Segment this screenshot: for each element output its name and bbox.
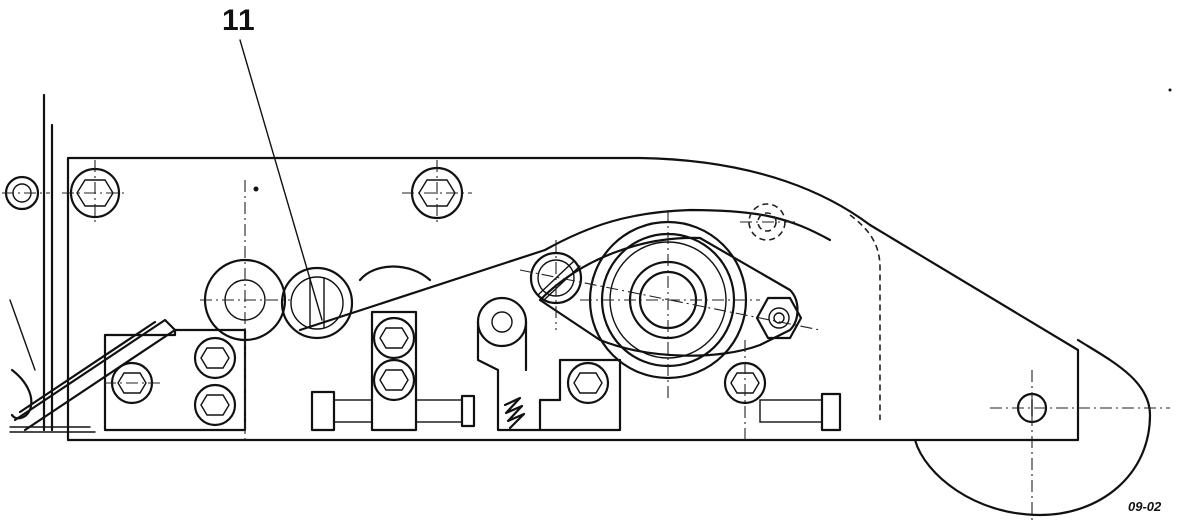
leader-line (239, 39, 323, 321)
roller-mid (358, 265, 432, 282)
lever (476, 296, 542, 432)
part-11-bushing (280, 266, 354, 340)
horizontal-bolt-1 (310, 390, 373, 432)
center-block (370, 310, 418, 432)
top-left-screw (2, 175, 50, 211)
horizontal-bolt-2 (415, 394, 476, 428)
center-lines (244, 180, 746, 440)
callout-number: 11 (222, 4, 256, 37)
arm-hex-nut (755, 296, 803, 340)
hex-screw-1 (62, 160, 128, 226)
hidden-screw (740, 203, 795, 241)
figure-code: 09-02 (1128, 499, 1162, 514)
side-plate (66, 156, 1080, 442)
mark-dot-1 (253, 186, 259, 192)
left-frame (9, 93, 96, 433)
plate-inner-edge (849, 214, 881, 420)
hex-screw-2 (402, 160, 472, 226)
mark-dot-2 (1168, 88, 1172, 92)
large-wheel (913, 338, 1170, 520)
spring-wire (9, 299, 177, 432)
small-spring (503, 396, 526, 430)
horizontal-bolt-3 (759, 392, 842, 432)
slot-edge (298, 208, 832, 332)
right-bracket (538, 358, 767, 432)
